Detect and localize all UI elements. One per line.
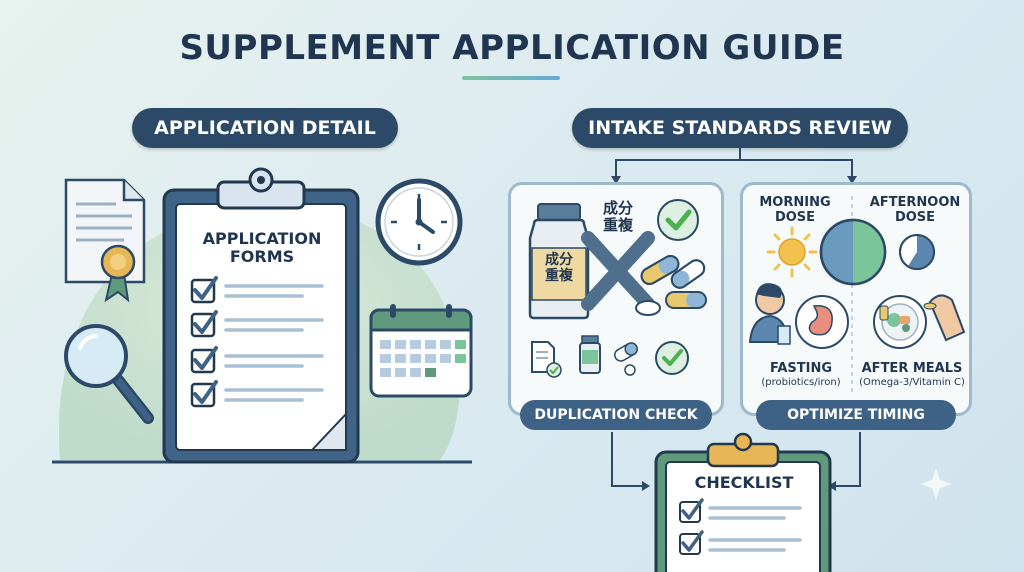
clock-icon — [375, 178, 463, 266]
bottle-line1: 成分 — [545, 252, 573, 268]
title-underline — [462, 76, 560, 80]
application-forms-line1: APPLICATION — [202, 229, 322, 248]
fasting-label: FASTING (probiotics/iron) — [744, 361, 858, 388]
intake-standards-label: INTAKE STANDARDS REVIEW — [588, 117, 892, 139]
document-ribbon-icon — [64, 178, 146, 303]
application-forms-clipboard — [162, 167, 360, 464]
application-detail-label: APPLICATION DETAIL — [154, 117, 376, 139]
after-meals-note: (Omega-3/Vitamin C) — [859, 376, 965, 388]
fasting-title: FASTING — [769, 361, 833, 376]
timing-illustration — [748, 196, 966, 392]
optimize-timing-text: OPTIMIZE TIMING — [787, 407, 925, 423]
dup-top-line1: 成分 — [602, 199, 633, 217]
bottle-line2: 重複 — [545, 268, 573, 285]
application-forms-line2: FORMS — [229, 247, 295, 267]
after-meals-label: AFTER MEALS (Omega-3/Vitamin C) — [854, 361, 970, 388]
duplication-check-text: DUPLICATION CHECK — [534, 407, 698, 423]
morning-line1: MORNING — [759, 195, 831, 210]
page-title: SUPPLEMENT APPLICATION GUIDE — [179, 28, 845, 68]
morning-line2: DOSE — [774, 209, 816, 225]
morning-dose-label: MORNING DOSE — [750, 195, 840, 226]
dup-top-line2: 重複 — [602, 216, 633, 235]
bottle-label-text: 成分 重複 — [532, 252, 586, 284]
duplication-illustration — [528, 199, 707, 378]
afternoon-dose-label: AFTERNOON DOSE — [862, 195, 968, 226]
afternoon-line1: AFTERNOON — [869, 195, 961, 210]
application-forms-title: APPLICATION FORMS — [182, 229, 342, 267]
intake-standards-header: INTAKE STANDARDS REVIEW — [572, 108, 908, 148]
checklist-clipboard — [654, 432, 832, 572]
fasting-note: (probiotics/iron) — [761, 376, 841, 388]
magnifier-icon — [64, 324, 154, 424]
optimize-timing-label: OPTIMIZE TIMING — [756, 400, 956, 430]
calendar-icon — [369, 304, 473, 398]
duplication-check-label: DUPLICATION CHECK — [520, 400, 712, 430]
duplication-top-text: 成分 重複 — [590, 199, 646, 235]
afternoon-line2: DOSE — [894, 209, 936, 225]
checklist-title: CHECKLIST — [694, 473, 794, 492]
application-detail-header: APPLICATION DETAIL — [132, 108, 398, 148]
after-meals-title: AFTER MEALS — [861, 361, 963, 376]
